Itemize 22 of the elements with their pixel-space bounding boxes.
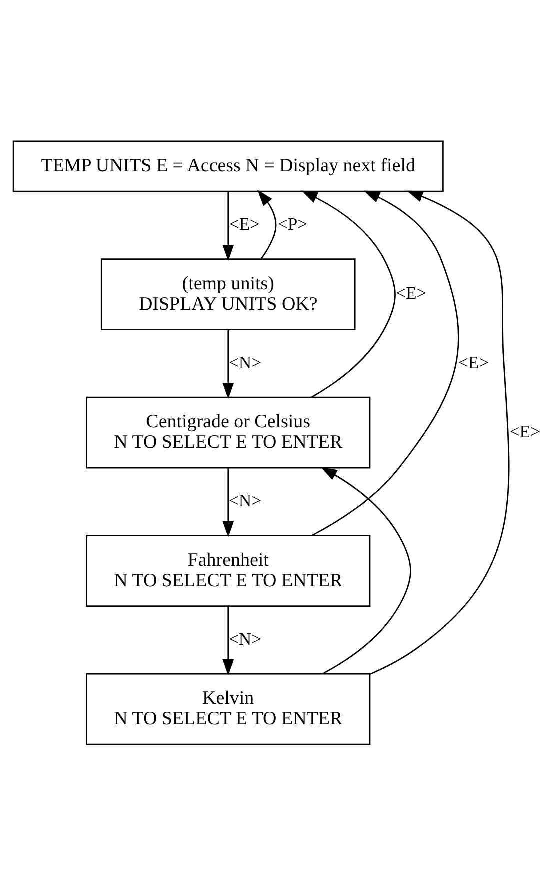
arrow — [370, 190, 510, 675]
arrow — [222, 330, 234, 400]
arrow — [258, 190, 277, 260]
edge-label: <N> — [229, 490, 262, 511]
node-box: Kelvin N TO SELECT E TO ENTER — [86, 673, 371, 746]
node-box: Fahrenheit N TO SELECT E TO ENTER — [86, 535, 371, 607]
arrow — [312, 190, 460, 536]
edge-label: <N> — [229, 352, 262, 372]
arrow — [222, 606, 234, 676]
edge-label: <E> — [396, 283, 427, 304]
edge-label: <E> — [510, 421, 541, 442]
edge-label: <N> — [229, 628, 262, 649]
edge-label: <P> — [278, 214, 308, 234]
arrow — [302, 190, 396, 398]
node-box: TEMP UNITS E = Access N = Display next field — [12, 140, 444, 192]
edge-label: <E> — [458, 352, 490, 372]
node-box: Centigrade or Celsius N TO SELECT E TO ENTER — [86, 396, 371, 469]
arrow — [222, 468, 234, 538]
arrow — [222, 192, 234, 262]
edge-label: <E> — [229, 214, 260, 234]
node-box: (temp units) DISPLAY UNITS OK? — [100, 258, 356, 330]
arrow — [321, 467, 412, 675]
